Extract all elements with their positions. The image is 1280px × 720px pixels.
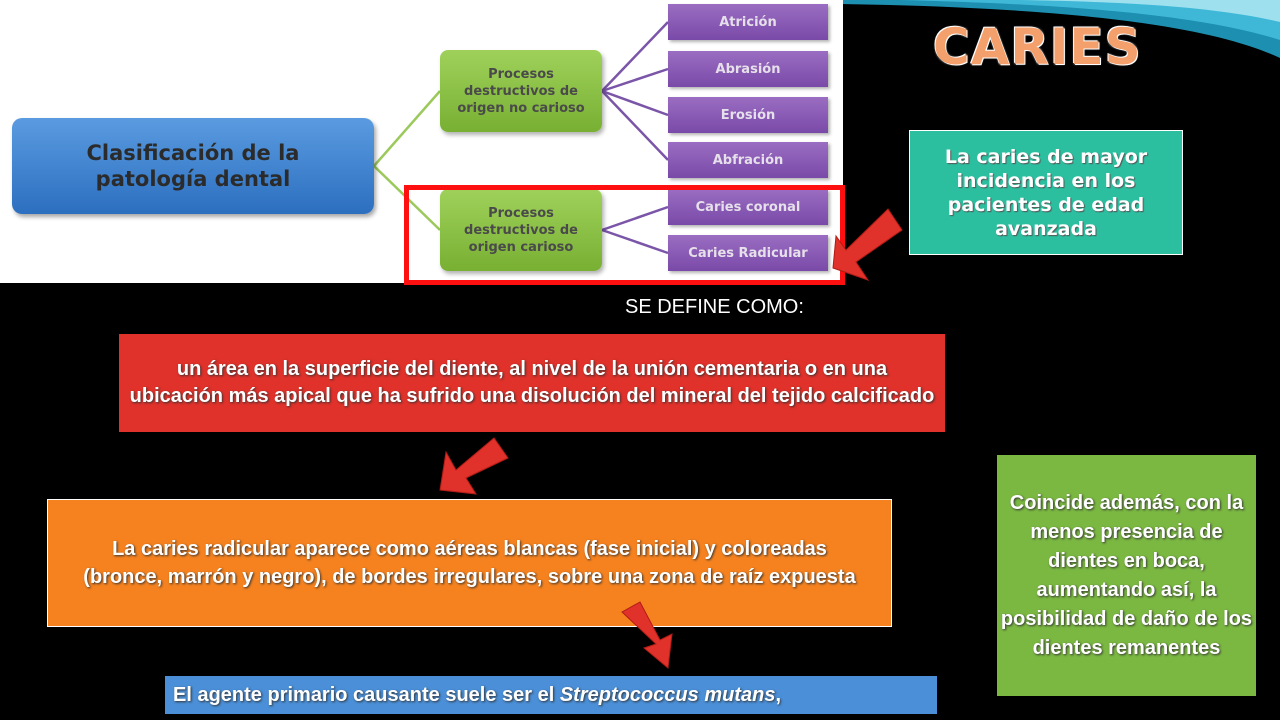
definition-box: un área en la superficie del diente, al … [119, 334, 945, 432]
carioso-highlight-frame [404, 185, 845, 285]
appearance-box: La caries radicular aparece como aéreas … [47, 499, 892, 627]
root-node: Clasificación de la patología dental [12, 118, 374, 214]
appearance-line1: La caries radicular aparece como aéreas … [112, 538, 827, 560]
appearance-line2: (bronce, marrón y negro), de bordes irre… [83, 566, 856, 588]
branch-carioso-line3: origen carioso [468, 239, 574, 255]
root-line2: patología dental [95, 167, 291, 191]
arrow-definition-icon [439, 437, 509, 495]
corner-swoosh-decoration [840, 0, 1280, 58]
agent-prefix: El agente primario causante suele ser el [173, 683, 560, 706]
agent-organism: Streptococcus mutans [559, 683, 776, 706]
branch-carioso-line2: destructivos de [464, 222, 578, 238]
leaf-atricion: Atrición [668, 4, 828, 40]
leaf-caries-radicular: Caries Radicular [668, 235, 828, 271]
branch-carioso-line1: Procesos [488, 205, 554, 221]
side-note-box: Coincide además, con la menos presencia … [997, 455, 1256, 696]
branch-no-carioso-line2: destructivos de [464, 83, 578, 99]
root-line1: Clasificación de la [86, 141, 300, 165]
arrow-agent-icon [621, 601, 673, 669]
define-label: SE DEFINE COMO: [625, 296, 804, 318]
leaf-abrasion: Abrasión [668, 51, 828, 87]
leaf-erosion: Erosión [668, 97, 828, 133]
leaf-caries-coronal: Caries coronal [668, 189, 828, 225]
branch-no-carioso-line1: Procesos [488, 66, 554, 82]
branch-no-carioso-line3: origen no carioso [457, 100, 585, 116]
branch-carioso-node: Procesos destructivos de origen carioso [440, 189, 602, 271]
agent-suffix: , [775, 683, 782, 706]
agent-box: El agente primario causante suele ser el… [165, 676, 937, 714]
branch-no-carioso-node: Procesos destructivos de origen no cario… [440, 50, 602, 132]
leaf-abfracion: Abfración [668, 142, 828, 178]
classification-diagram: Clasificación de la patología dental Pro… [0, 0, 843, 283]
arrow-callout-icon [832, 208, 903, 281]
incidence-callout: La caries de mayor incidencia en los pac… [909, 130, 1183, 255]
slide-title: CARIES [933, 18, 1142, 76]
